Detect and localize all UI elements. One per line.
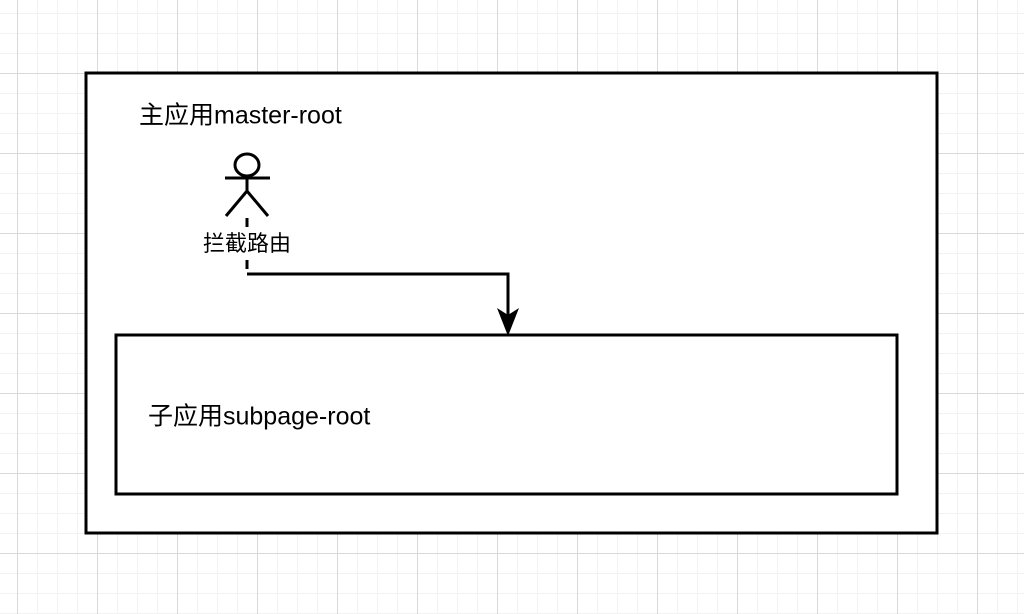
intercept-route-label-backdrop — [190, 230, 304, 258]
intercept-route-label: 拦截路由 — [203, 231, 291, 256]
subpage-root-container[interactable] — [114, 333, 899, 496]
intercept-route-arrowhead-icon — [497, 308, 519, 336]
actor-legs-icon — [224, 188, 270, 217]
master-root-label: 主应用master-root — [139, 102, 342, 130]
intercept-route-solid-segment — [247, 272, 510, 322]
stick-figure-actor[interactable] — [224, 152, 270, 217]
subpage-root-label: 子应用subpage-root — [148, 403, 370, 431]
actor-head-icon — [233, 152, 261, 178]
